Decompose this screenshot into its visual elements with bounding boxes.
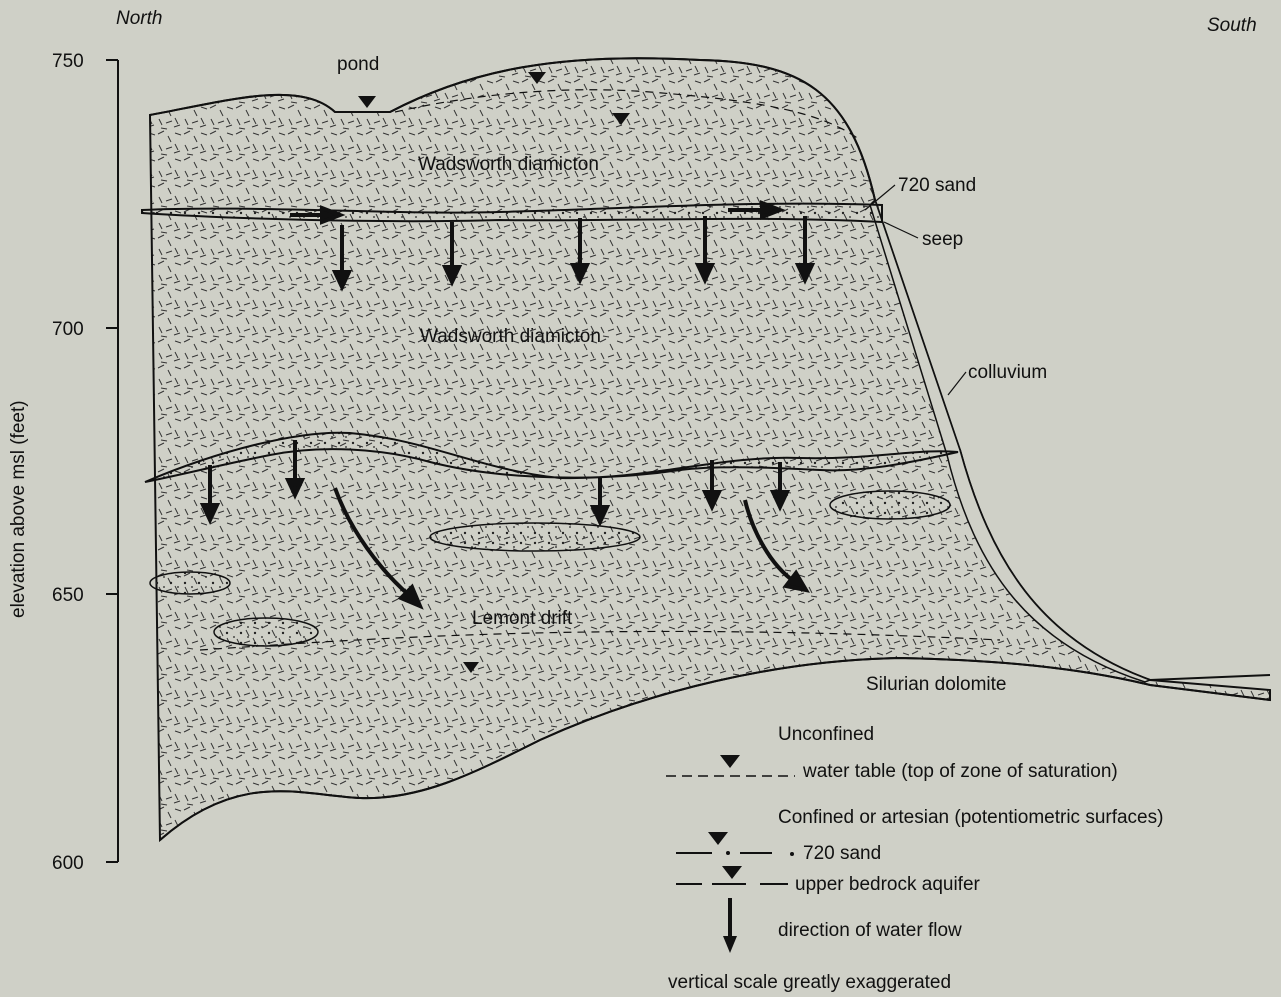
sand-lens (830, 491, 950, 519)
axis-tick-700: 700 (52, 319, 84, 340)
unit-label-720-sand: 720 sand (898, 175, 976, 196)
legend-bedrock-aquifer-icon (722, 866, 742, 879)
axis-label: elevation above msl (feet) (8, 400, 29, 618)
legend-water-table-icon (720, 755, 740, 768)
sand-lens (150, 572, 230, 594)
legend-flow-arrow-icon (723, 936, 737, 953)
leader-line (948, 372, 966, 395)
unit-label-wadsworth-upper: Wadsworth diamicton (418, 154, 599, 175)
legend-scale-note: vertical scale greatly exaggerated (668, 972, 951, 993)
axis-tick-600: 600 (52, 853, 84, 874)
north-label: North (116, 8, 162, 29)
south-label: South (1207, 15, 1257, 36)
legend-bedrock-aquifer: upper bedrock aquifer (795, 874, 981, 895)
pond-label: pond (337, 54, 379, 75)
elevation-axis (106, 60, 118, 862)
unit-label-lemont-drift: Lemont drift (472, 608, 573, 629)
legend-water-table: water table (top of zone of saturation) (802, 761, 1118, 782)
unit-label-silurian-dolomite: Silurian dolomite (866, 674, 1006, 695)
sand-lens (430, 523, 640, 551)
legend: Unconfined water table (top of zone of s… (666, 724, 1163, 993)
seep-label: seep (922, 229, 963, 250)
axis-tick-650: 650 (52, 585, 84, 606)
legend-unconfined-title: Unconfined (778, 724, 874, 745)
unit-label-wadsworth-middle: Wadsworth diamicton (420, 326, 601, 347)
axis-tick-750: 750 (52, 51, 84, 72)
leader-line (884, 222, 918, 238)
legend-flow: direction of water flow (778, 920, 962, 941)
legend-confined-title: Confined or artesian (potentiometric sur… (778, 807, 1163, 828)
colluvium-label: colluvium (968, 362, 1047, 383)
legend-sand-720: 720 sand (803, 843, 881, 864)
water-table-marker (358, 96, 376, 108)
sand-lens (214, 618, 318, 646)
legend-sand-720-icon (708, 832, 728, 845)
